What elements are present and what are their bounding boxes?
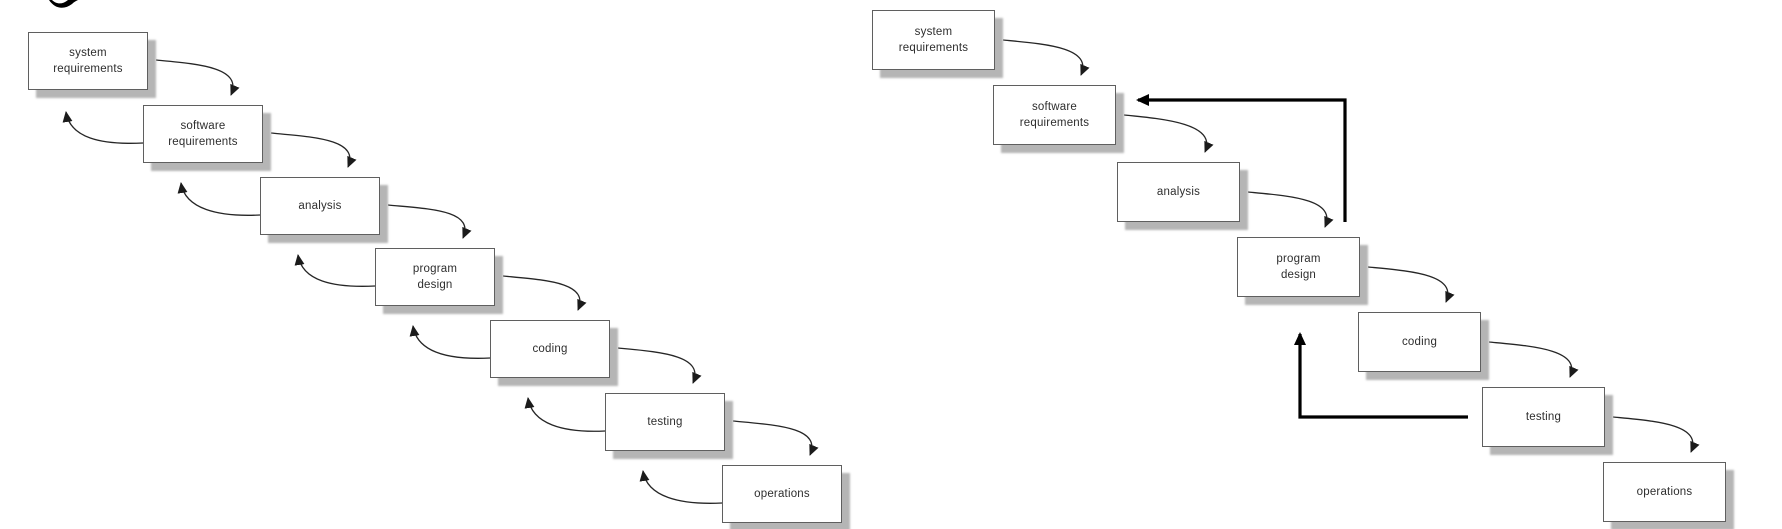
- left-backward-arrow-5: [524, 397, 606, 432]
- left-node-analysis: analysis: [260, 177, 380, 235]
- left-node-analysis-label: analysis: [298, 199, 342, 212]
- partial-letter-descender-icon: [49, 0, 78, 8]
- right-node-operations: operations: [1603, 462, 1726, 522]
- left-forward-arrow-3: [387, 204, 472, 239]
- left-node-program-design-label: program design: [412, 262, 458, 291]
- left-node-software-requirements-label: software requirements: [168, 119, 238, 148]
- left-node-testing-label: testing: [647, 415, 683, 428]
- left-forward-arrow-4: [502, 275, 587, 311]
- right-forward-arrow-5: [1488, 341, 1579, 378]
- left-forward-arrow-1: [155, 59, 240, 96]
- left-backward-arrow-2: [177, 182, 261, 216]
- left-backward-arrow-4: [409, 325, 491, 359]
- left-backward-arrow-1: [62, 111, 144, 144]
- left-node-coding-label: coding: [532, 342, 568, 355]
- right-node-analysis: analysis: [1117, 162, 1240, 222]
- left-forward-arrow-2: [270, 132, 357, 168]
- right-node-coding: coding: [1358, 312, 1481, 372]
- left-node-operations: operations: [722, 465, 842, 523]
- right-node-system-requirements: system requirements: [872, 10, 995, 70]
- right-node-operations-label: operations: [1636, 485, 1693, 498]
- right-node-coding-label: coding: [1401, 335, 1438, 348]
- right-node-software-requirements-label: software requirements: [1019, 100, 1090, 129]
- right-node-testing: testing: [1482, 387, 1605, 447]
- right-node-system-requirements-label: system requirements: [898, 25, 969, 54]
- right-forward-arrow-4: [1367, 266, 1455, 303]
- left-node-operations-label: operations: [754, 487, 810, 500]
- right-forward-arrow-2: [1123, 114, 1214, 153]
- right-node-software-requirements: software requirements: [993, 85, 1116, 145]
- right-node-program-design-label: program design: [1276, 252, 1321, 281]
- left-node-program-design: program design: [375, 248, 495, 306]
- left-backward-arrow-6: [639, 470, 723, 504]
- left-node-coding: coding: [490, 320, 610, 378]
- left-node-system-requirements: system requirements: [28, 32, 148, 90]
- left-forward-arrow-6: [732, 420, 819, 456]
- right-forward-arrow-3: [1247, 191, 1334, 228]
- left-node-testing: testing: [605, 393, 725, 451]
- right-forward-arrow-6: [1612, 416, 1700, 453]
- right-node-analysis-label: analysis: [1156, 185, 1201, 198]
- left-forward-arrow-5: [617, 347, 702, 384]
- left-node-system-requirements-label: system requirements: [53, 46, 123, 75]
- right-node-program-design: program design: [1237, 237, 1360, 297]
- left-backward-arrow-3: [294, 254, 376, 287]
- right-forward-arrow-1: [1002, 39, 1090, 76]
- right-node-testing-label: testing: [1525, 410, 1562, 423]
- left-node-software-requirements: software requirements: [143, 105, 263, 163]
